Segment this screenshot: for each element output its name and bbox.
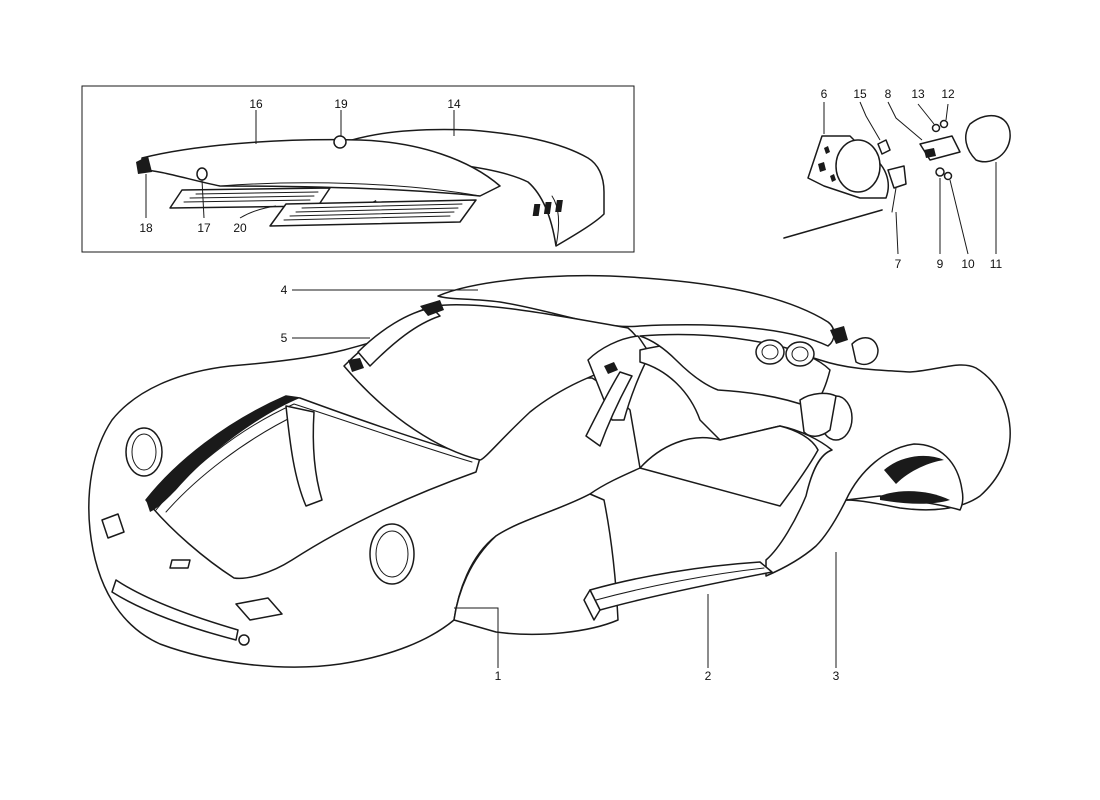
callout-19: 19 (334, 97, 348, 111)
hinge-7 (887, 165, 907, 189)
clip-19 (333, 135, 347, 149)
rod (783, 209, 883, 239)
inset-frame (81, 85, 635, 253)
callout-18: 18 (139, 221, 153, 235)
nut-13 (931, 123, 941, 133)
inset-panel (81, 85, 635, 253)
car-body-shell (88, 274, 1011, 668)
washer-10 (943, 171, 953, 181)
callout-16: 16 (249, 97, 263, 111)
callout-labels: 1 2 3 4 5 6 7 8 9 10 11 12 13 14 15 16 1… (139, 87, 1002, 683)
callout-8: 8 (885, 87, 892, 101)
callout-6: 6 (821, 87, 828, 101)
washer-9 (935, 167, 945, 177)
callout-9: 9 (937, 257, 944, 271)
callout-4: 4 (281, 283, 288, 297)
rear-quarter-3 (639, 341, 1011, 577)
leader-lines (292, 289, 837, 668)
filler-cap-11 (964, 114, 1011, 163)
callout-13: 13 (911, 87, 925, 101)
headlight-right (369, 523, 415, 585)
callout-2: 2 (705, 669, 712, 683)
callout-14: 14 (447, 97, 461, 111)
nut-12 (939, 119, 949, 129)
seal-15 (877, 139, 891, 155)
roof-4 (437, 274, 835, 347)
callout-15: 15 (853, 87, 867, 101)
headlight-left (125, 427, 163, 477)
fuel-filler-assembly (783, 101, 1011, 255)
callout-20: 20 (233, 221, 247, 235)
callout-1: 1 (495, 669, 502, 683)
clip-17 (196, 167, 208, 181)
callout-11: 11 (990, 257, 1003, 271)
roof-panel-16 (141, 138, 501, 197)
callout-5: 5 (281, 331, 288, 345)
callout-12: 12 (941, 87, 955, 101)
callout-3: 3 (833, 669, 840, 683)
callout-10: 10 (961, 257, 975, 271)
callout-17: 17 (197, 221, 211, 235)
callout-7: 7 (895, 257, 902, 271)
sill-2 (589, 561, 773, 611)
